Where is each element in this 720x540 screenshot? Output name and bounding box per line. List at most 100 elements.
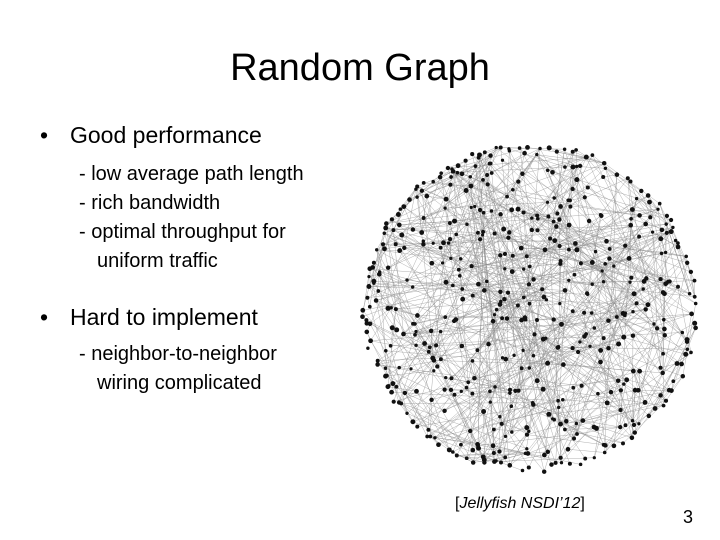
graph-edge	[404, 189, 417, 248]
graph-node	[544, 336, 548, 340]
graph-node	[618, 424, 623, 430]
graph-node	[559, 461, 564, 465]
graph-edge	[475, 166, 483, 235]
graph-node	[380, 242, 386, 247]
graph-edge	[536, 154, 688, 340]
graph-edge	[529, 367, 549, 452]
graph-edge	[377, 357, 433, 362]
graph-node	[443, 196, 449, 202]
graph-edge	[528, 402, 533, 432]
graph-edge	[646, 278, 692, 315]
graph-node	[577, 163, 583, 169]
graph-node	[658, 277, 663, 282]
graph-edge	[492, 445, 502, 463]
graph-node	[526, 282, 532, 287]
graph-edge	[477, 433, 578, 446]
graph-node	[538, 146, 542, 151]
graph-edge	[500, 454, 545, 463]
graph-node	[394, 327, 400, 333]
graph-edge	[369, 268, 394, 384]
graph-node	[596, 391, 600, 396]
graph-edge	[522, 173, 560, 220]
graph-node	[519, 317, 524, 323]
graph-node	[482, 150, 487, 155]
graph-node	[562, 147, 567, 151]
graph-node	[407, 197, 412, 202]
graph-edge	[445, 282, 495, 454]
graph-node	[540, 287, 545, 292]
graph-edge	[556, 226, 669, 283]
graph-node	[522, 267, 526, 271]
graph-node	[402, 390, 408, 396]
graph-edge	[399, 220, 455, 226]
graph-node	[546, 145, 552, 151]
graph-node	[505, 290, 511, 295]
bullet-mark: •	[40, 122, 49, 148]
page-number: 3	[683, 507, 694, 527]
graph-node	[414, 329, 418, 334]
graph-edge	[519, 148, 533, 230]
graph-edge	[576, 423, 624, 444]
graph-node	[503, 267, 507, 271]
graph-edge	[509, 232, 561, 262]
graph-edge	[586, 214, 601, 294]
graph-node	[510, 430, 514, 434]
graph-edge	[362, 310, 391, 346]
graph-node	[531, 277, 536, 282]
graph-node	[468, 183, 474, 189]
graph-edge	[426, 168, 453, 437]
graph-edge	[384, 181, 519, 234]
graph-node	[364, 318, 369, 323]
graph-node	[629, 435, 635, 441]
graph-edge	[604, 174, 618, 453]
graph-node	[692, 294, 697, 299]
graph-node	[473, 164, 478, 168]
graph-edge	[605, 168, 663, 373]
graph-node	[490, 443, 496, 449]
graph-node	[399, 401, 404, 406]
graph-edge	[387, 308, 495, 454]
graph-edge	[370, 340, 429, 430]
graph-node	[585, 185, 590, 190]
graph-edge	[388, 240, 424, 268]
graph-node	[449, 175, 453, 179]
graph-edge	[576, 166, 664, 293]
graph-edge	[414, 330, 432, 336]
graph-node	[532, 332, 537, 337]
graph-edge	[472, 360, 496, 388]
graph-node	[364, 321, 370, 326]
graph-node	[641, 287, 645, 291]
graph-edge	[445, 377, 479, 446]
graph-edge	[564, 400, 667, 430]
graph-node	[598, 348, 604, 353]
graph-node	[469, 205, 473, 210]
graph-node	[373, 298, 379, 303]
graph-edge	[399, 367, 664, 406]
random-graph-figure	[360, 145, 698, 474]
graph-node	[498, 289, 503, 294]
graph-edge	[544, 249, 578, 456]
graph-edge	[482, 179, 524, 351]
subitem-bandwidth: - rich bandwidth	[79, 192, 221, 214]
graph-node	[486, 341, 491, 347]
graph-edge	[455, 319, 548, 452]
graph-node	[557, 243, 562, 249]
graph-edge	[391, 391, 559, 401]
graph-edge	[572, 347, 619, 381]
graph-node	[524, 425, 530, 431]
graph-node	[415, 313, 420, 318]
graph-node	[481, 210, 486, 215]
graph-node	[671, 379, 676, 384]
graph-node	[607, 246, 612, 251]
graph-node	[578, 261, 583, 266]
graph-node	[448, 387, 454, 393]
graph-node	[525, 145, 530, 150]
graph-node	[507, 387, 513, 392]
graph-node	[485, 182, 490, 187]
graph-node	[476, 281, 481, 287]
graph-node	[516, 179, 521, 184]
graph-node	[475, 348, 480, 353]
graph-edge	[580, 263, 617, 318]
graph-node	[525, 447, 529, 451]
graph-edge	[375, 300, 397, 331]
